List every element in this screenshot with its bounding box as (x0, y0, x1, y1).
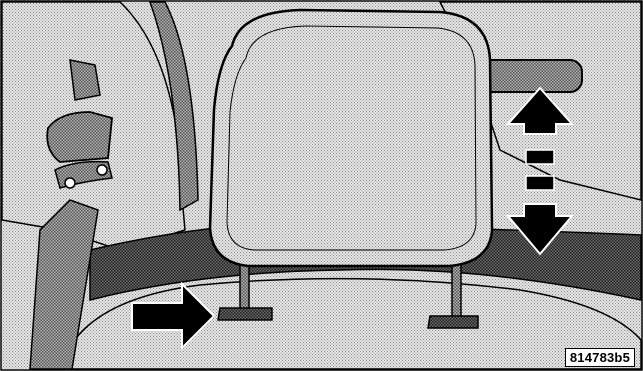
headrest (210, 10, 492, 266)
belt-retractor (47, 112, 112, 162)
headrest-post-right (452, 262, 461, 318)
belt-guide-rivet-right (97, 165, 107, 175)
belt-guide-rivet-left (65, 178, 75, 188)
headrest-post-guide-right (428, 316, 478, 328)
figure-code-label: 814783b5 (565, 348, 635, 367)
rearview-mirror (480, 60, 582, 92)
headrest-post-left (240, 262, 249, 310)
belt-anchor-upper (70, 60, 100, 100)
headrest-release-button (218, 308, 272, 320)
